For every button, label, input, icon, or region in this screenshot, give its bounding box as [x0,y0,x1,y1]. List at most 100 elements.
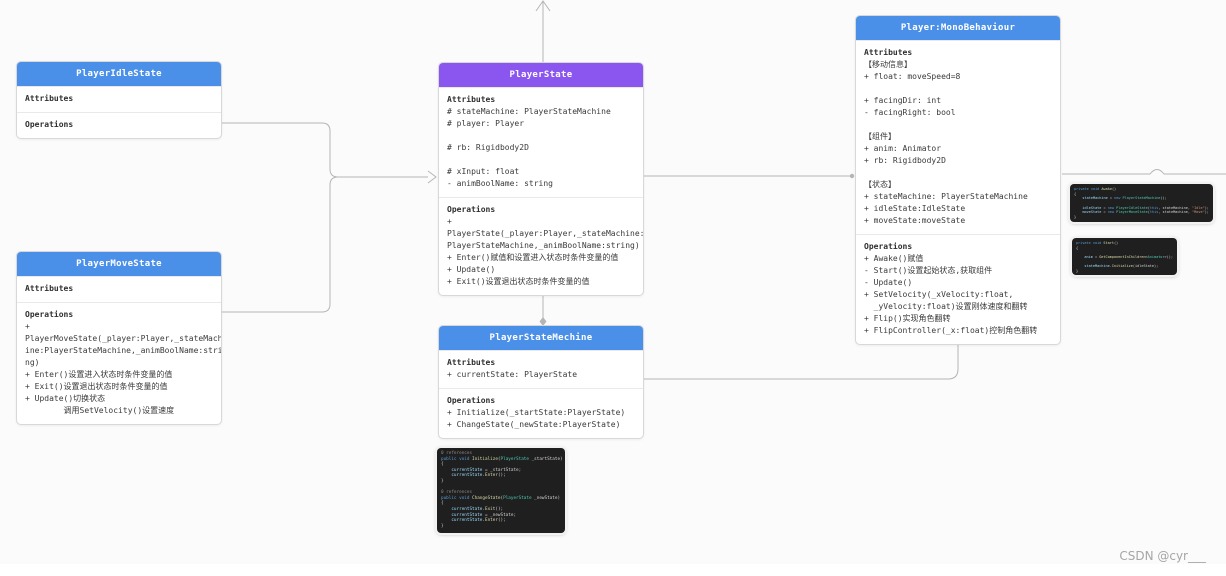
code-line: currentState = _startState; [441,467,522,473]
class-header: PlayerMoveState [17,252,221,276]
class-member-line: ine:PlayerStateMachine,_animBoolName:str… [25,346,222,355]
class-member-line: + facingDir: int [864,96,942,105]
watermark: CSDN @cyr___ [1119,549,1206,563]
connector-idle-move-to-playerstate [222,122,437,313]
class-header: Player:MonoBehaviour [856,16,1060,40]
class-member-line: + FlipController(_x:float)控制角色翻转 [864,326,1038,335]
connector-player-right-edge [1062,169,1226,175]
class-member-line: - animBoolName: string [447,179,553,188]
class-member-line: + Flip()实现角色翻转 [864,314,951,323]
section-label: Operations [864,242,913,251]
class-member-line: # stateMachine: PlayerStateMachine [447,107,611,116]
class-section: Attributes [17,86,221,112]
code-line: 0 references [441,490,473,496]
class-member-line: + anim: Animator [864,144,942,153]
code-line: stateMachine = new PlayerStateMachine(); [1074,196,1167,201]
class-header: PlayerIdleState [17,62,221,86]
section-label: Operations [25,120,74,129]
section-label: Operations [447,205,496,214]
code-line: { [441,501,444,507]
class-member-line: + Enter()设置进入状态时条件变量的值 [25,370,173,379]
code-line: private void Awake() [1074,187,1117,191]
class-header: PlayerState [439,63,643,87]
code-line: public void ChangeState(PlayerState _new… [441,495,561,501]
code-line: } [1074,215,1077,220]
code-line: { [441,462,444,468]
class-member-line: 【状态】 [864,180,896,189]
class-member-line [864,167,1052,179]
class-member-line [864,83,1052,95]
code-line: } [1076,269,1079,274]
class-member-line: + Enter()赋值和设置进入状态时条件变量的值 [447,253,619,262]
class-header: PlayerStateMechine [439,326,643,350]
connector-playerstate-to-player [644,173,855,179]
class-section: Attributes # stateMachine: PlayerStateMac… [439,87,643,197]
connector-playerstate-top-arrow [535,0,551,62]
class-member-line: 【组件】 [864,132,896,141]
class-member-line: + currentState: PlayerState [447,370,578,379]
class-member-line: - Update() [864,278,913,287]
code-line: public void Initialize(PlayerState _star… [441,456,563,462]
class-member-line: _yVelocity:float)设置刚体速度和翻转 [864,302,1028,311]
code-line: moveState = new PlayerMoveState(this, st… [1074,210,1209,215]
section-label: Attributes [864,48,913,57]
section-label: Operations [447,396,496,405]
class-member-line: + moveState:moveState [864,216,966,225]
class-member-line: + SetVelocity(_xVelocity:float, [864,290,1014,299]
code-line: idleState = new PlayerIdleState(this, st… [1074,205,1209,210]
page-bottom-strip [0,564,1226,576]
class-section: Operations [17,112,221,138]
class-section: Operations + PlayerMoveState(_player:Playe… [17,302,221,424]
code-line: } [441,478,444,484]
code-line: 0 references [441,451,473,456]
class-member-line: + Awake()赋值 [864,254,924,263]
class-member-line: + Update() [447,265,496,274]
section-label: Operations [25,310,74,319]
class-member-line: # xInput: float [447,167,520,176]
section-label: Attributes [447,95,496,104]
class-member-line: - Start()设置起始状态,获取组件 [864,266,993,275]
class-member-line [864,119,1052,131]
code-line: { [1076,245,1079,250]
class-section: Operations + PlayerState(_player:Player,_s… [439,197,643,295]
class-member-line: + rb: Rigidbody2D [864,156,946,165]
class-member-line: - facingRight: bool [864,108,956,117]
class-member-line: PlayerStateMachine,_animBoolName:string) [447,241,640,250]
class-member-line: + Exit()设置退出状态时条件变量的值 [447,277,590,286]
code-snippet-awake: private void Awake(){ stateMachine = new… [1070,184,1213,222]
section-label: Attributes [25,94,74,103]
class-member-line: + [447,217,452,226]
section-label: Attributes [447,358,496,367]
class-member-line [447,130,635,142]
class-member-line: + [25,322,30,331]
code-line: currentState = _newState; [441,512,517,518]
class-member-line: 调用SetVelocity()设置速度 [25,406,175,415]
section-label: Attributes [25,284,74,293]
class-member-line: PlayerMoveState(_player:Player,_stateMac… [25,334,222,343]
code-line: { [1074,191,1077,196]
connector-statemachine-to-player [644,339,961,380]
connector-playerstate-to-statemachine [539,293,547,326]
class-member-line: + ChangeState(_newState:PlayerState) [447,420,621,429]
code-line: private void Start() [1076,241,1119,245]
class-member-line: # player: Player [447,119,525,128]
class-member-line: + Exit()设置退出状态时条件变量的值 [25,382,168,391]
code-line: } [441,523,444,529]
code-line: currentState.Enter(); [441,473,506,479]
class-member-line: 【移动信息】 [864,60,912,69]
code-line: anim = GetComponentInChildren<Animator>(… [1076,255,1173,260]
class-member-line: + Initialize(_startState:PlayerState) [447,408,626,417]
class-member-line: + stateMachine: PlayerStateMachine [864,192,1028,201]
class-member-line: # rb: Rigidbody2D [447,143,529,152]
code-snippet-start: private void Start(){ anim = GetComponen… [1072,238,1177,275]
class-member-line [447,154,635,166]
class-section: Operations + Initialize(_startState:Playe… [439,388,643,438]
class-member-line: PlayerState(_player:Player,_stateMachine… [447,229,644,238]
class-member-line: ng) [25,358,40,367]
class-section: Attributes + currentState: PlayerState [439,350,643,388]
class-member-line: + float: moveSpeed=8 [864,72,961,81]
